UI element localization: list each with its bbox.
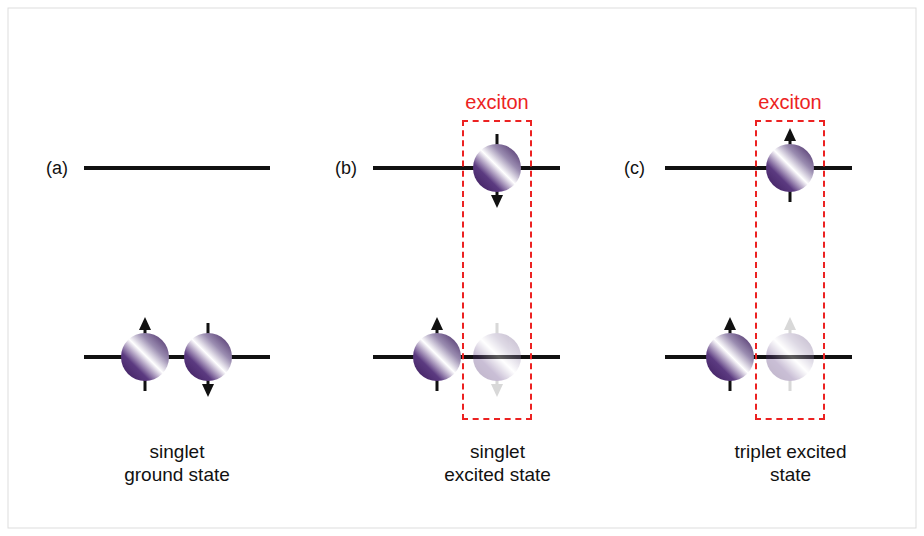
electron-sphere: [121, 333, 169, 381]
spin-arrowhead: [139, 317, 151, 330]
electron: [121, 317, 169, 391]
electron-sphere: [706, 333, 754, 381]
panel-label: (a): [46, 157, 68, 179]
spin-arrowhead: [431, 317, 443, 330]
energy-levels: [84, 168, 852, 357]
spin-arrowhead: [784, 128, 796, 141]
lower-level: [84, 355, 270, 359]
exciton-box: exciton: [755, 120, 825, 420]
state-caption: singlet ground state: [121, 440, 233, 486]
electron-sphere: [766, 333, 814, 381]
electron-sphere: [473, 333, 521, 381]
spin-arrowhead: [491, 384, 503, 397]
electron: [473, 323, 521, 397]
electron-sphere: [184, 333, 232, 381]
electron: [184, 323, 232, 397]
electron-sphere: [413, 333, 461, 381]
electron-sphere: [766, 144, 814, 192]
state-caption: singlet excited state: [441, 440, 554, 486]
upper-level: [84, 166, 270, 170]
exciton-label: exciton: [758, 90, 821, 114]
spin-arrowhead: [784, 317, 796, 330]
electron: [473, 134, 521, 208]
electron: [413, 317, 461, 391]
spin-arrowhead: [202, 384, 214, 397]
exciton-box: exciton: [462, 120, 532, 420]
spin-arrowhead: [724, 317, 736, 330]
state-caption: triplet excited state: [734, 440, 847, 486]
panel-label: (c): [624, 157, 645, 179]
electron: [706, 317, 754, 391]
spin-arrowhead: [491, 195, 503, 208]
panel-label: (b): [335, 157, 357, 179]
electrons: [121, 128, 814, 397]
electron: [766, 128, 814, 202]
exciton-label: exciton: [465, 90, 528, 114]
electron-sphere: [473, 144, 521, 192]
frame: [8, 8, 916, 528]
electron: [766, 317, 814, 391]
